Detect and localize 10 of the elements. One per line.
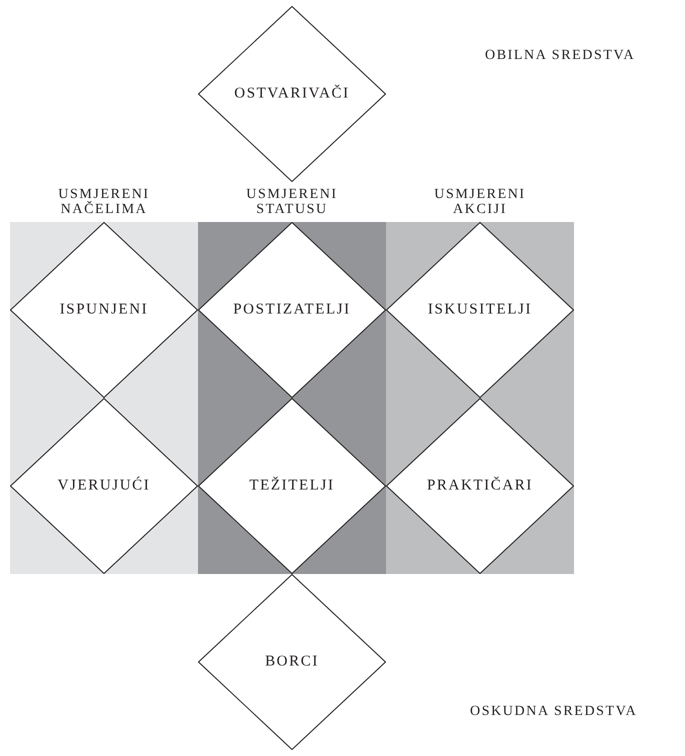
segment-name: VJERUJUĆI [58, 478, 150, 494]
axis-label: OBILNA SREDSTVA [485, 48, 636, 64]
segment-name: POSTIZATELJI [233, 302, 351, 318]
segment-name: TEŽITELJI [249, 478, 335, 494]
axis-label: OSKUDNA SREDSTVA [470, 704, 638, 720]
segment-name: BORCI [265, 654, 319, 670]
segment-name: PRAKTIČARI [426, 478, 533, 494]
segment-name: ISKUSITELJI [428, 302, 532, 318]
segment-name: OSTVARIVAČI [234, 86, 350, 102]
segment-name: ISPUNJENI [60, 302, 148, 318]
